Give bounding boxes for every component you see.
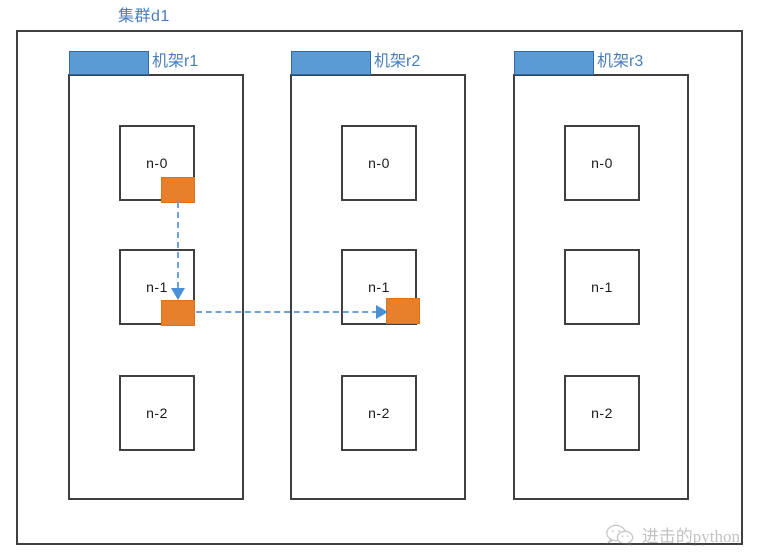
rack-r3: 机架r3 n-0 n-1 n-2 <box>513 51 689 500</box>
rack-r3-label: 机架r3 <box>597 53 644 70</box>
cluster-box <box>16 30 743 545</box>
rack-r1-header-bar <box>69 51 149 75</box>
rack-r1-node-n-0-block <box>161 177 195 203</box>
rack-r2-node-n-1-block <box>386 298 420 324</box>
replication-arrow-horizontal-line <box>196 311 378 313</box>
rack-r2: 机架r2 n-0 n-1 n-2 <box>290 51 466 500</box>
rack-r3-node-n-2-label: n-2 <box>591 405 613 421</box>
rack-r2-header-bar <box>291 51 371 75</box>
rack-r2-node-n-0: n-0 <box>341 125 417 201</box>
rack-r1-node-n-1-block <box>161 300 195 326</box>
rack-r1-node-n-1-label: n-1 <box>146 279 168 295</box>
rack-r3-header-bar <box>514 51 594 75</box>
rack-r3-node-n-0-label: n-0 <box>591 155 613 171</box>
rack-r2-node-n-2: n-2 <box>341 375 417 451</box>
watermark-text: 进击的python <box>641 527 740 546</box>
rack-r2-label: 机架r2 <box>374 53 421 70</box>
replication-arrow-horizontal-head <box>376 305 388 319</box>
replication-arrow-vertical-head <box>171 288 185 300</box>
rack-r3-node-n-2: n-2 <box>564 375 640 451</box>
rack-r2-node-n-1-label: n-1 <box>368 279 390 295</box>
rack-r1-label: 机架r1 <box>152 53 199 70</box>
watermark: 进击的python <box>605 522 740 547</box>
rack-r3-node-n-1: n-1 <box>564 249 640 325</box>
wechat-icon <box>605 523 635 547</box>
rack-r1: 机架r1 n-0 n-1 n-2 <box>68 51 244 500</box>
replication-arrow-vertical-line <box>177 202 179 288</box>
rack-r2-node-n-0-label: n-0 <box>368 155 390 171</box>
rack-r1-node-n-2: n-2 <box>119 375 195 451</box>
rack-r3-node-n-0: n-0 <box>564 125 640 201</box>
rack-r1-node-n-0-label: n-0 <box>146 155 168 171</box>
rack-r2-node-n-2-label: n-2 <box>368 405 390 421</box>
rack-r1-node-n-2-label: n-2 <box>146 405 168 421</box>
rack-r3-node-n-1-label: n-1 <box>591 279 613 295</box>
cluster-title: 集群d1 <box>118 8 170 25</box>
